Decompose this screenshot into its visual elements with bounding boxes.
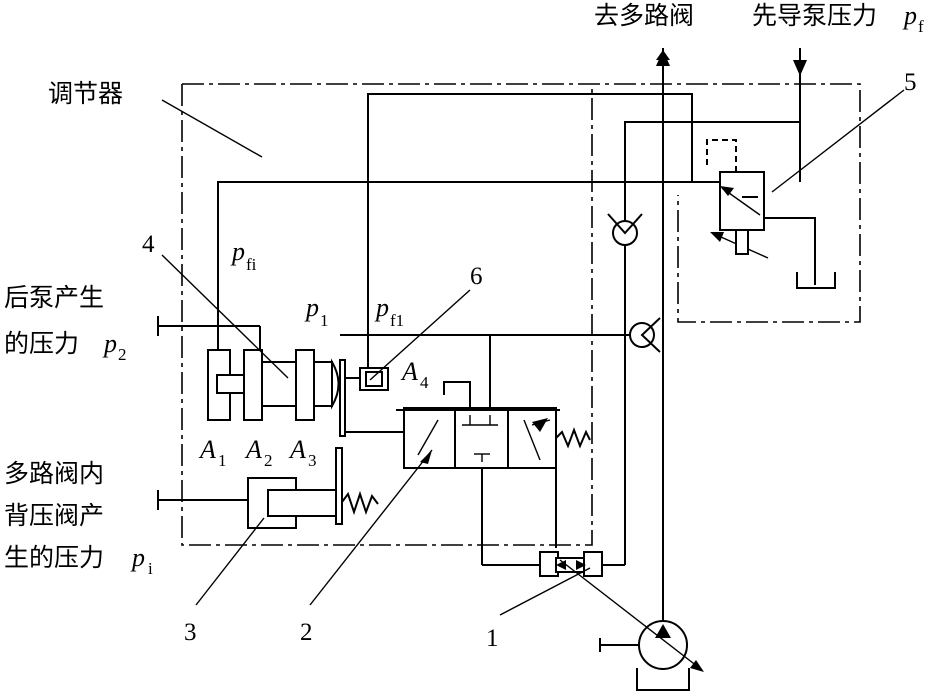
symbol-pfi: p (230, 237, 245, 266)
symbol-p2: p (102, 329, 117, 358)
label-regulator: 调节器 (48, 79, 123, 108)
symbol-p1: p (304, 293, 319, 322)
label-pilot-pump-pressure: 先导泵压力 (752, 1, 877, 30)
callout-5: 5 (904, 69, 917, 96)
a4-port (443, 381, 471, 408)
symbol-pf: p (902, 1, 917, 30)
label-multiway-line1: 多路阀内 (4, 459, 104, 488)
p2-line (157, 316, 261, 350)
piston-3 (157, 447, 379, 529)
symbol-p2-sub: 2 (118, 345, 127, 364)
check-valve-upper (607, 213, 643, 246)
servo-piston (207, 349, 346, 437)
symbol-pfi-sub: fi (246, 255, 257, 274)
symbol-pf-sub: f (918, 17, 924, 36)
label-to-multiway-valve: 去多路阀 (594, 1, 694, 30)
main-pump (559, 559, 704, 691)
symbol-A2: A (244, 435, 262, 464)
regulator-boundary (181, 83, 861, 546)
directional-valve-2 (345, 407, 591, 565)
pump-supply-line (656, 48, 670, 620)
symbol-p1-sub: 1 (320, 311, 329, 330)
callout-4: 4 (142, 231, 155, 258)
symbol-A1: A (198, 435, 216, 464)
label-rear-pump-line2: 的压力 (4, 329, 79, 358)
feedback-lines (217, 93, 720, 372)
piston-6 (345, 367, 389, 391)
symbol-A4: A (400, 357, 418, 386)
pilot-pressure-line (624, 48, 807, 565)
symbol-A2-sub: 2 (264, 451, 273, 470)
label-multiway-line3: 生的压力 (4, 543, 104, 572)
symbol-A3-sub: 3 (308, 451, 317, 470)
symbol-pi: p (130, 543, 145, 572)
callout-3: 3 (184, 619, 197, 646)
symbol-pf1-sub: f1 (390, 311, 404, 330)
check-valve-right (629, 317, 661, 353)
callout-6: 6 (470, 263, 483, 290)
valve-1 (482, 551, 625, 577)
symbol-A3: A (288, 435, 306, 464)
label-rear-pump-line1: 后泵产生 (4, 283, 104, 312)
callout-2: 2 (300, 619, 313, 646)
valve-5 (706, 139, 836, 289)
callout-1: 1 (486, 625, 499, 652)
symbol-A1-sub: 1 (218, 451, 227, 470)
symbol-pi-sub: i (148, 559, 153, 578)
symbol-pf1: p (374, 293, 389, 322)
label-multiway-line2: 背压阀产 (4, 501, 104, 530)
leader-lines (161, 89, 905, 616)
symbol-A4-sub: 4 (420, 373, 429, 392)
